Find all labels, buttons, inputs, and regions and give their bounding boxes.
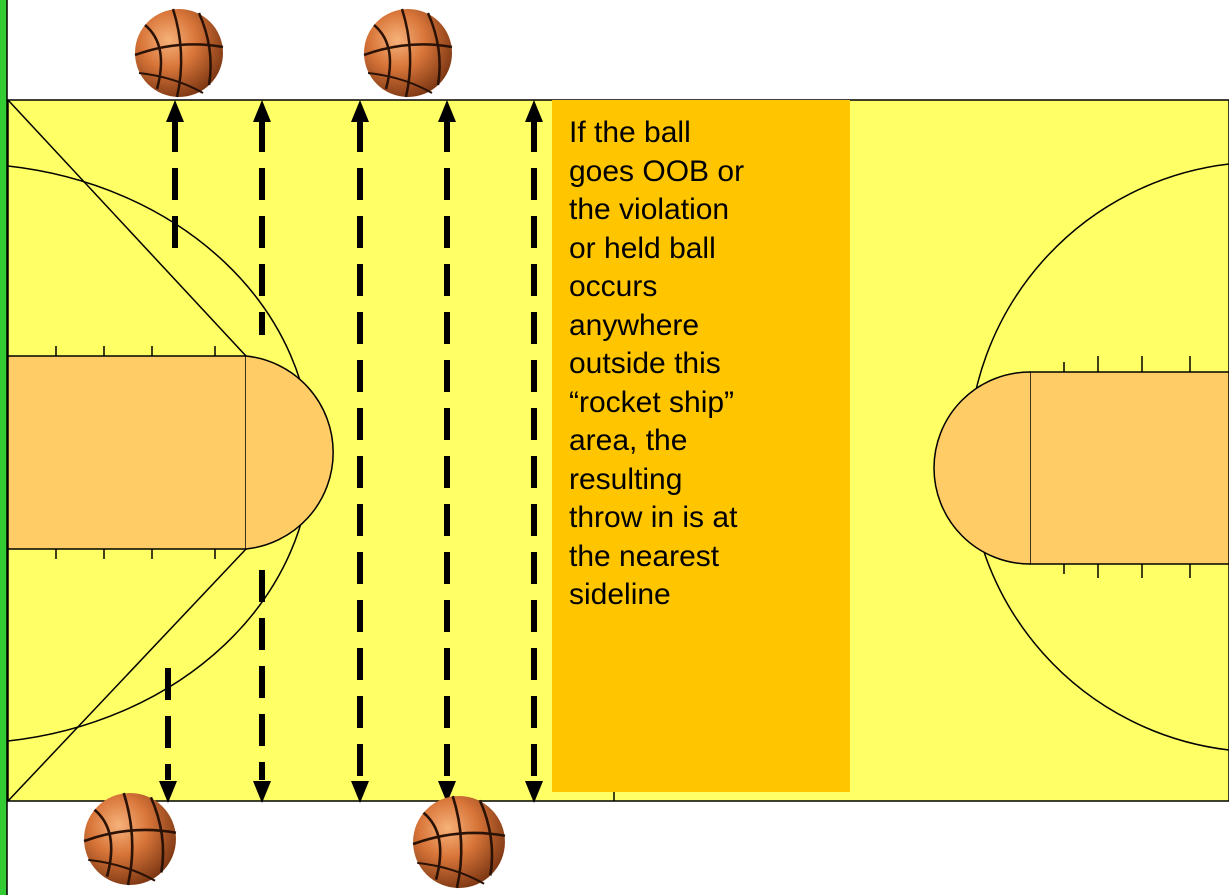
left-key-semicircle [245,355,334,550]
right-lane-ticks [1063,356,1191,578]
basketball-icon [83,792,177,886]
basketball-icon [412,795,506,889]
rule-callout: If the ball goes OOB or the violation or… [552,100,850,792]
basketball-icon [134,8,224,98]
rocket-ship-top-line [7,99,247,357]
left-key [7,355,247,550]
basketball-icon [363,8,453,98]
arrowheads [159,100,543,803]
rocket-ship-bottom-line [7,548,247,802]
left-lane-ticks [55,346,216,559]
right-key [1029,371,1229,565]
left-border [0,0,7,895]
right-key-semicircle [933,371,1031,565]
arrows [165,120,537,780]
